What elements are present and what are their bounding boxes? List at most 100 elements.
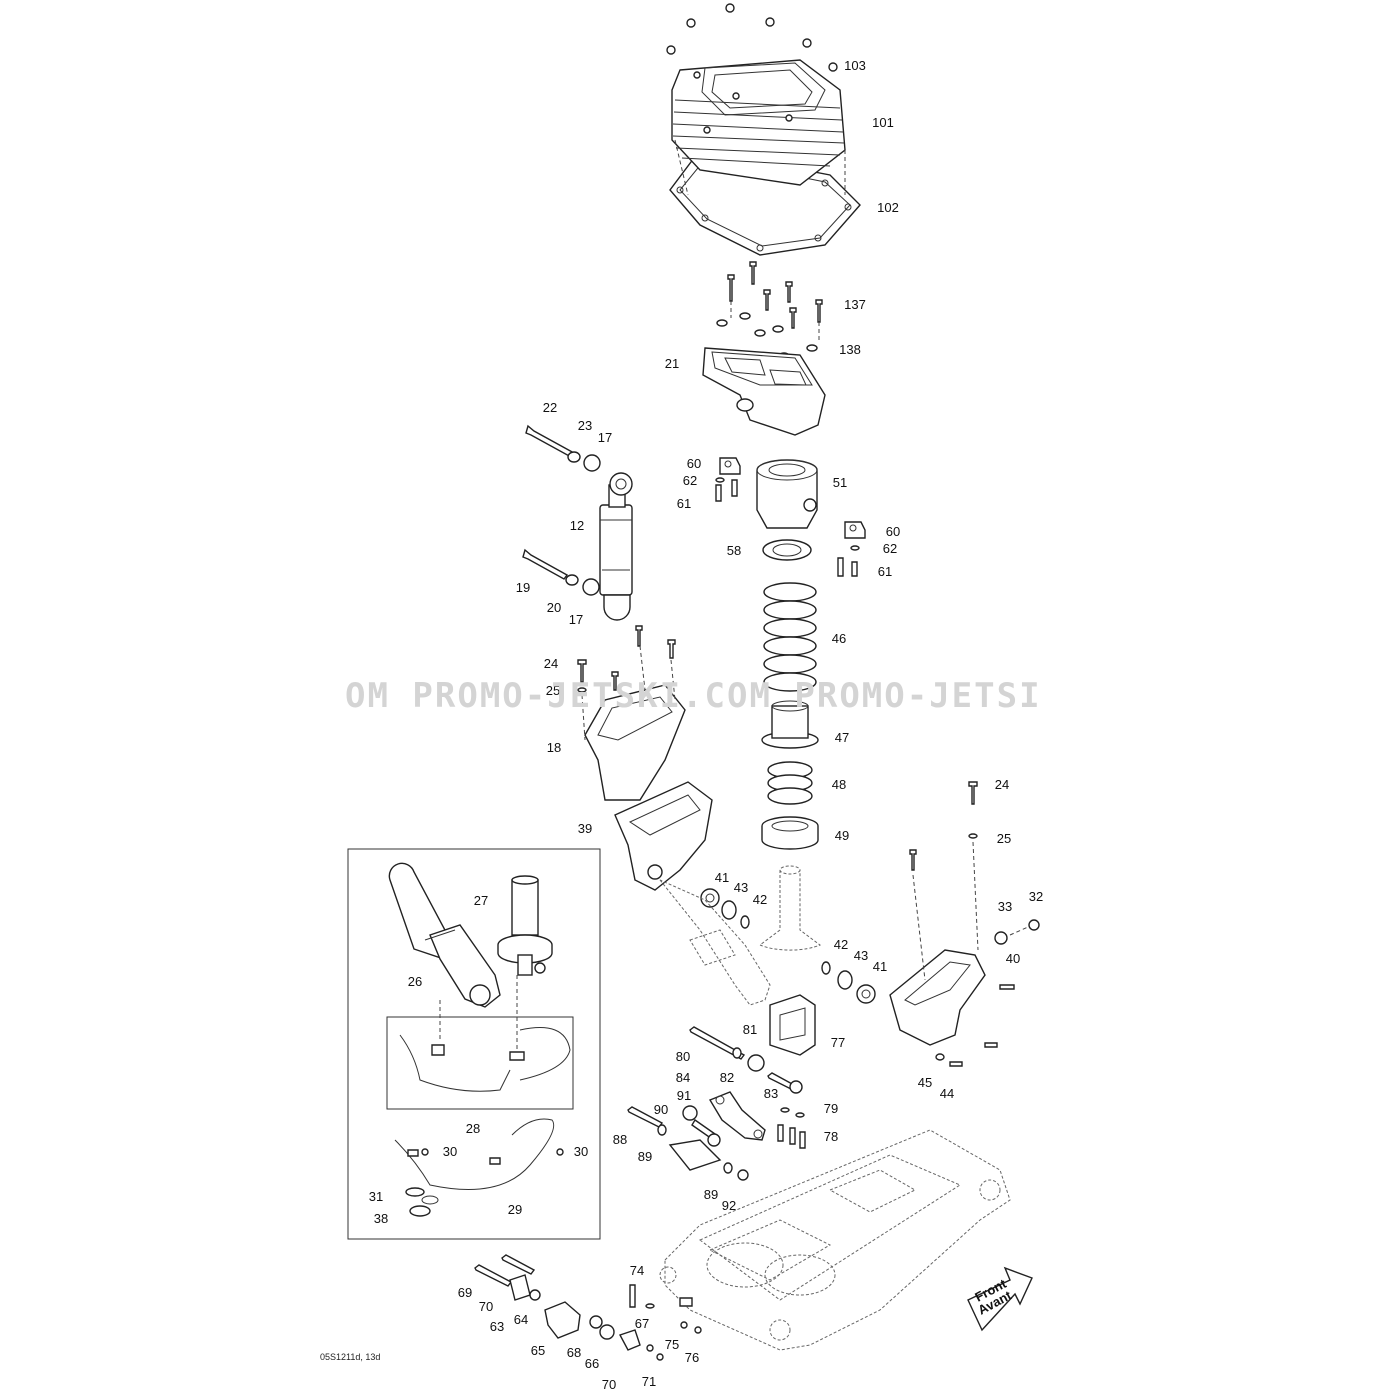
callout-20: 20 — [547, 600, 561, 615]
callout-78: 78 — [824, 1129, 838, 1144]
fasteners-61-62 — [715, 477, 860, 577]
inset-box — [347, 848, 601, 1240]
ring-49 — [761, 816, 819, 850]
cover-101 — [671, 59, 846, 196]
callout-44: 44 — [940, 1086, 954, 1101]
callout-21: 21 — [665, 356, 679, 371]
callout-51: 51 — [833, 475, 847, 490]
callout-23: 23 — [578, 418, 592, 433]
callout-38: 38 — [374, 1211, 388, 1226]
callout-89: 89 — [704, 1187, 718, 1202]
callout-81: 81 — [743, 1022, 757, 1037]
callout-17: 17 — [598, 430, 612, 445]
callout-102: 102 — [877, 200, 899, 215]
wire-28 — [399, 975, 571, 1092]
watermark-text: OM PROMO-JETSKI.COM PROMO-JETSI — [345, 676, 1042, 716]
reference-code: 05S1211d, 13d — [320, 1352, 381, 1362]
callout-77: 77 — [831, 1035, 845, 1050]
callout-48: 48 — [832, 777, 846, 792]
callout-79: 79 — [824, 1101, 838, 1116]
callout-70: 70 — [479, 1299, 493, 1314]
hardware-24-25-32-33-right — [909, 781, 1040, 1067]
bushing-17b — [582, 578, 600, 596]
callout-42: 42 — [834, 937, 848, 952]
steering-arm-outline — [659, 879, 771, 1006]
bracket-40 — [889, 949, 986, 1046]
callout-22: 22 — [543, 400, 557, 415]
callout-65: 65 — [531, 1343, 545, 1358]
clip-60b — [844, 521, 866, 539]
callout-labels: 1031011021371382122231760626151606261125… — [369, 58, 1043, 1392]
callout-58: 58 — [727, 543, 741, 558]
spring-cap-51 — [756, 459, 818, 529]
callout-60: 60 — [886, 524, 900, 539]
callout-89: 89 — [638, 1149, 652, 1164]
washer-81 — [732, 1047, 742, 1059]
bushing-82 — [747, 1054, 765, 1072]
callout-40: 40 — [1006, 951, 1020, 966]
bushing-41-43-42-right — [821, 961, 876, 1004]
callout-33: 33 — [998, 899, 1012, 914]
callout-26: 26 — [408, 974, 422, 989]
spring-48 — [767, 761, 813, 805]
bottom-parts — [474, 1254, 702, 1361]
actuator-26 — [388, 862, 501, 1008]
callout-25: 25 — [997, 831, 1011, 846]
callout-63: 63 — [490, 1319, 504, 1334]
washer-23 — [567, 451, 581, 463]
wire-29 — [394, 1118, 564, 1217]
callout-92: 92 — [722, 1198, 736, 1213]
sleeve-47 — [761, 700, 819, 749]
callout-60: 60 — [687, 456, 701, 471]
fasteners-78-79 — [777, 1107, 806, 1149]
callout-138: 138 — [839, 342, 861, 357]
clip-60a — [719, 457, 741, 475]
screws-103 — [666, 3, 838, 134]
callout-24: 24 — [544, 656, 558, 671]
callout-43: 43 — [854, 948, 868, 963]
callout-84: 84 — [676, 1070, 690, 1085]
callout-29: 29 — [508, 1202, 522, 1217]
callout-69: 69 — [458, 1285, 472, 1300]
hull-outline — [659, 1129, 1011, 1351]
callout-32: 32 — [1029, 889, 1043, 904]
lever-84 — [708, 1091, 766, 1141]
callout-71: 71 — [642, 1374, 656, 1389]
callout-45: 45 — [918, 1075, 932, 1090]
bolt-80 — [689, 1026, 746, 1060]
callout-25: 25 — [546, 683, 560, 698]
callout-17: 17 — [569, 612, 583, 627]
callout-41: 41 — [715, 870, 729, 885]
support-21 — [702, 347, 826, 436]
link-88-92 — [627, 1105, 749, 1181]
block-77 — [769, 994, 816, 1056]
callout-68: 68 — [567, 1345, 581, 1360]
post — [759, 865, 821, 951]
bolt-19 — [522, 548, 569, 580]
callout-101: 101 — [872, 115, 894, 130]
callout-82: 82 — [720, 1070, 734, 1085]
callout-39: 39 — [578, 821, 592, 836]
callout-67: 67 — [635, 1316, 649, 1331]
callout-47: 47 — [835, 730, 849, 745]
callout-30: 30 — [574, 1144, 588, 1159]
callout-62: 62 — [683, 473, 697, 488]
callout-103: 103 — [844, 58, 866, 73]
callout-62: 62 — [883, 541, 897, 556]
callout-61: 61 — [677, 496, 691, 511]
callout-80: 80 — [676, 1049, 690, 1064]
bushing-83b — [789, 1080, 803, 1094]
washer-20 — [565, 574, 579, 586]
actuator-27 — [497, 875, 553, 976]
retainer-58 — [762, 539, 812, 561]
bolts-137 — [727, 261, 823, 340]
callout-31: 31 — [369, 1189, 383, 1204]
callout-76: 76 — [685, 1350, 699, 1365]
callout-19: 19 — [516, 580, 530, 595]
front-direction-arrow: Front Avant — [967, 1266, 1033, 1332]
callout-75: 75 — [665, 1337, 679, 1352]
callout-70: 70 — [602, 1377, 616, 1392]
callout-27: 27 — [474, 893, 488, 908]
callout-49: 49 — [835, 828, 849, 843]
